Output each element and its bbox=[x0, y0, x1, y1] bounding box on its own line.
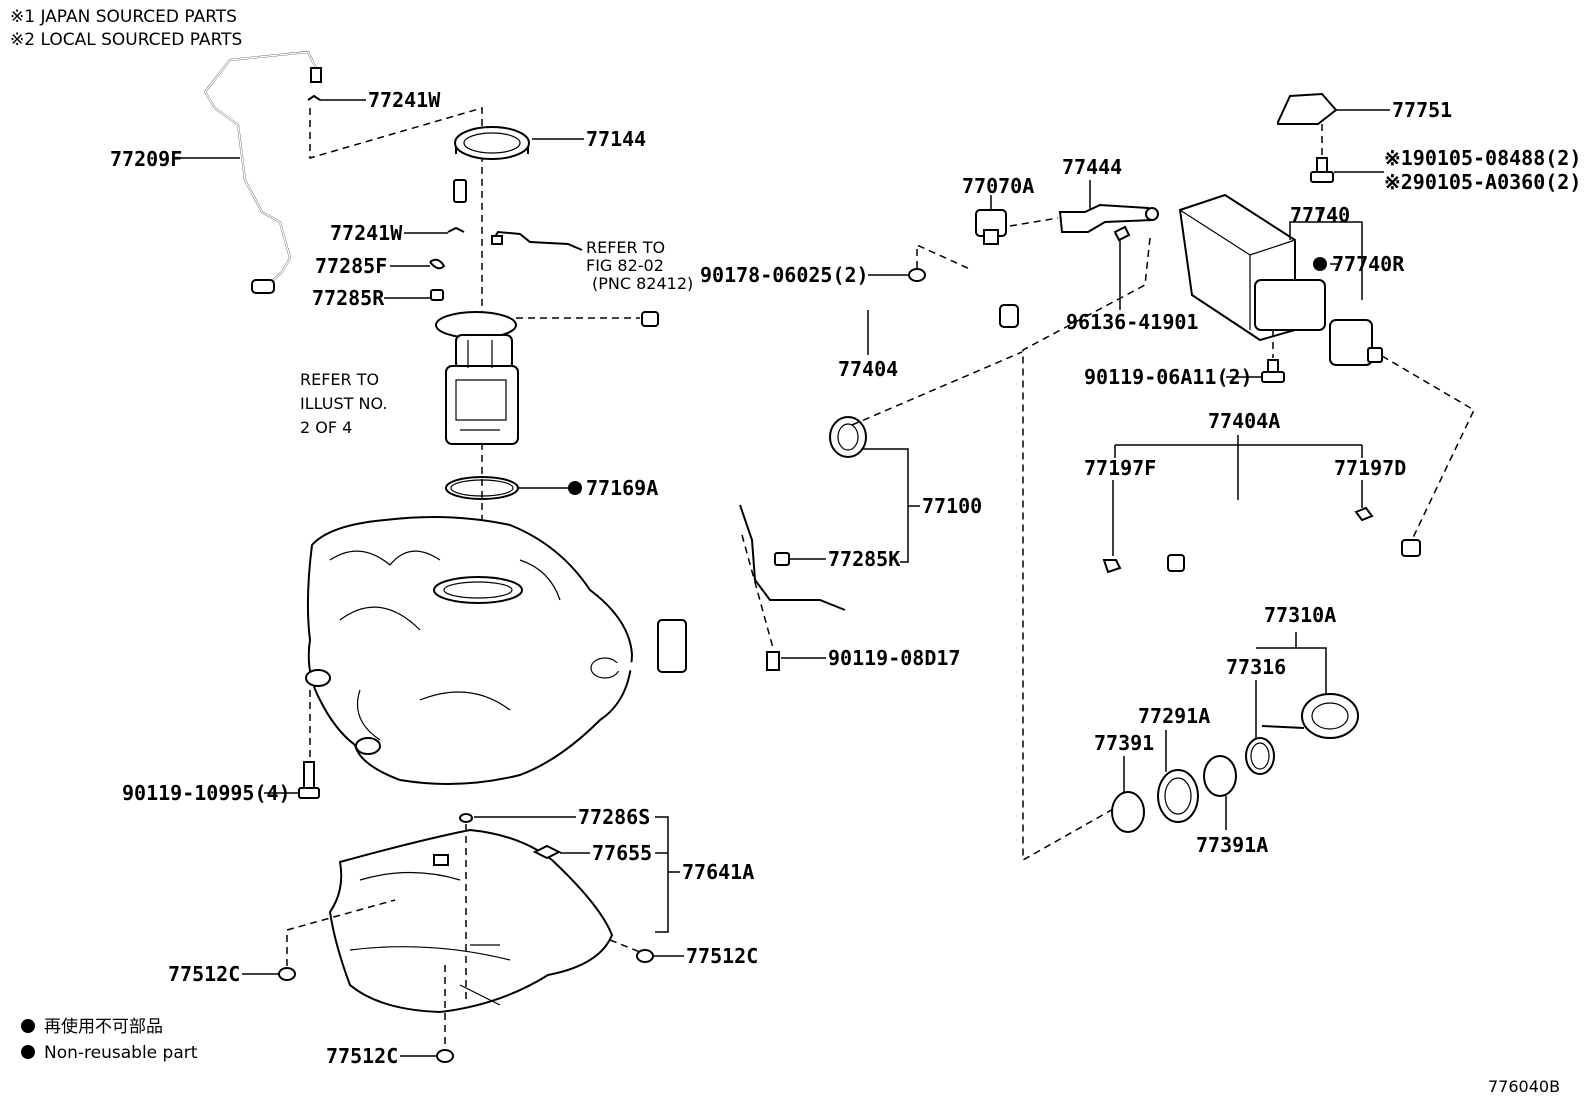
label-77100: 77100 bbox=[922, 494, 982, 518]
filler-pipe-77100[interactable] bbox=[599, 416, 867, 673]
refer-fig-line1: REFER TO bbox=[586, 238, 665, 257]
refer-fig-line2: FIG 82-02 bbox=[586, 256, 664, 275]
label-77197f: 77197F bbox=[1084, 456, 1156, 480]
caution-label-77655[interactable] bbox=[532, 844, 562, 860]
refer-illust-line2: ILLUST NO. bbox=[300, 394, 387, 413]
label-77144: 77144 bbox=[586, 127, 646, 151]
nut-77512c-bottom[interactable] bbox=[436, 1049, 454, 1063]
label-77310a: 77310A bbox=[1264, 603, 1336, 627]
seal-77391a[interactable] bbox=[1203, 755, 1237, 797]
legend-bullet-jp-icon bbox=[21, 1019, 35, 1033]
label-77169a: 77169A bbox=[586, 476, 658, 500]
label-77655: 77655 bbox=[592, 841, 652, 865]
non-reusable-marker-icon bbox=[1313, 257, 1327, 271]
non-reusable-marker-icon bbox=[568, 481, 582, 495]
note-local-sourced: ※2 LOCAL SOURCED PARTS bbox=[10, 30, 242, 50]
label-77751: 77751 bbox=[1392, 98, 1452, 122]
label-77316: 77316 bbox=[1226, 655, 1286, 679]
vapor-hose-77404a[interactable] bbox=[1142, 497, 1421, 572]
bracket-77444[interactable] bbox=[1058, 203, 1159, 233]
clamp-77285k[interactable] bbox=[774, 552, 790, 566]
bolt-90119-10995[interactable] bbox=[298, 761, 320, 799]
retainer-ring-77144[interactable] bbox=[454, 126, 530, 160]
label-77241w-mid: 77241W bbox=[330, 221, 403, 245]
grommet-90178-06025[interactable] bbox=[908, 268, 926, 282]
vent-valve-77740r[interactable] bbox=[1329, 319, 1383, 366]
seal-77391[interactable] bbox=[1111, 791, 1145, 833]
label-90119-10995: 90119-10995(4) bbox=[122, 781, 291, 805]
label-77391a: 77391A bbox=[1196, 833, 1268, 857]
label-77512c-right: 77512C bbox=[686, 944, 758, 968]
label-77404: 77404 bbox=[838, 357, 898, 381]
label-90119-06a11: 90119-06A11(2) bbox=[1084, 365, 1253, 389]
fuel-cap-77310a[interactable] bbox=[1301, 693, 1359, 739]
label-77286s: 77286S bbox=[578, 805, 650, 829]
fuel-tank[interactable] bbox=[305, 515, 634, 785]
label-77391: 77391 bbox=[1094, 731, 1154, 755]
fuel-pipe-77209f[interactable] bbox=[203, 50, 322, 294]
label-90119-08d17: 90119-08D17 bbox=[828, 646, 960, 670]
label-77512c-bottom: 77512C bbox=[326, 1044, 398, 1068]
label-77740r: 77740R bbox=[1332, 252, 1405, 276]
charcoal-canister-77740[interactable] bbox=[1178, 193, 1326, 342]
legend-jp: 再使用不可部品 bbox=[44, 1016, 163, 1037]
label-77285k: 77285K bbox=[828, 547, 900, 571]
clip-77241w-mid[interactable] bbox=[447, 226, 465, 233]
bolt-90105[interactable] bbox=[1310, 157, 1334, 183]
label-77241w-top: 77241W bbox=[368, 88, 441, 112]
label-77291a: 77291A bbox=[1138, 704, 1210, 728]
clip-77241w-top[interactable] bbox=[307, 94, 321, 101]
cap-tether-77316[interactable] bbox=[1261, 725, 1305, 729]
legend-bullet-en-icon bbox=[21, 1045, 35, 1059]
label-96136-41901: 96136-41901 bbox=[1066, 310, 1198, 334]
fuel-tank-protector[interactable] bbox=[328, 828, 614, 1014]
gasket-77169a[interactable] bbox=[445, 476, 519, 500]
figure-id: 776040B bbox=[1488, 1077, 1560, 1096]
nut-77512c-left[interactable] bbox=[278, 967, 296, 981]
label-90178-06025: 90178-06025(2) bbox=[700, 263, 869, 287]
vapor-hose-77404[interactable] bbox=[641, 297, 1019, 375]
bracket-77751[interactable] bbox=[1277, 92, 1338, 125]
grommet-77286s[interactable] bbox=[459, 813, 473, 823]
fuel-pump-assembly[interactable] bbox=[435, 311, 519, 445]
label-77444: 77444 bbox=[1062, 155, 1122, 179]
refer-illust-line1: REFER TO bbox=[300, 370, 379, 389]
clip-96136-41901[interactable] bbox=[1113, 225, 1131, 242]
legend-en: Non-reusable part bbox=[44, 1043, 198, 1063]
label-77070a: 77070A bbox=[962, 174, 1034, 198]
clamp-77285r[interactable] bbox=[430, 289, 444, 301]
clamp-77197d[interactable] bbox=[1354, 506, 1374, 522]
label-77512c-left: 77512C bbox=[168, 962, 240, 986]
label-77285r: 77285R bbox=[312, 286, 385, 310]
fuel-sender-connector[interactable] bbox=[453, 179, 467, 203]
label-77641a: 77641A bbox=[682, 860, 754, 884]
refer-illust-line3: 2 OF 4 bbox=[300, 418, 352, 437]
label-77209f: 77209F bbox=[110, 147, 182, 171]
note-japan-sourced: ※1 JAPAN SOURCED PARTS bbox=[10, 7, 237, 27]
bolt-90119-06a11[interactable] bbox=[1261, 359, 1285, 383]
refer-fig-line3: (PNC 82412) bbox=[592, 274, 693, 293]
label-77404a: 77404A bbox=[1208, 409, 1280, 433]
label-90105-a0360: ※290105-A0360(2) bbox=[1384, 170, 1581, 194]
clamp-77285f[interactable] bbox=[429, 258, 446, 270]
valve-77070a[interactable] bbox=[975, 209, 1007, 245]
cap-gasket-ring[interactable] bbox=[1245, 737, 1275, 775]
bolt-90119-08d17[interactable] bbox=[766, 651, 780, 671]
filler-neck-77291a[interactable] bbox=[1157, 769, 1199, 823]
label-90105-08488: ※190105-08488(2) bbox=[1384, 146, 1581, 170]
nut-77512c-right[interactable] bbox=[636, 949, 654, 963]
label-77197d: 77197D bbox=[1334, 456, 1406, 480]
clamp-77197f[interactable] bbox=[1102, 559, 1122, 574]
label-77740: 77740 bbox=[1290, 203, 1350, 227]
label-77285f: 77285F bbox=[315, 254, 387, 278]
wire-harness-ref[interactable] bbox=[491, 230, 583, 251]
